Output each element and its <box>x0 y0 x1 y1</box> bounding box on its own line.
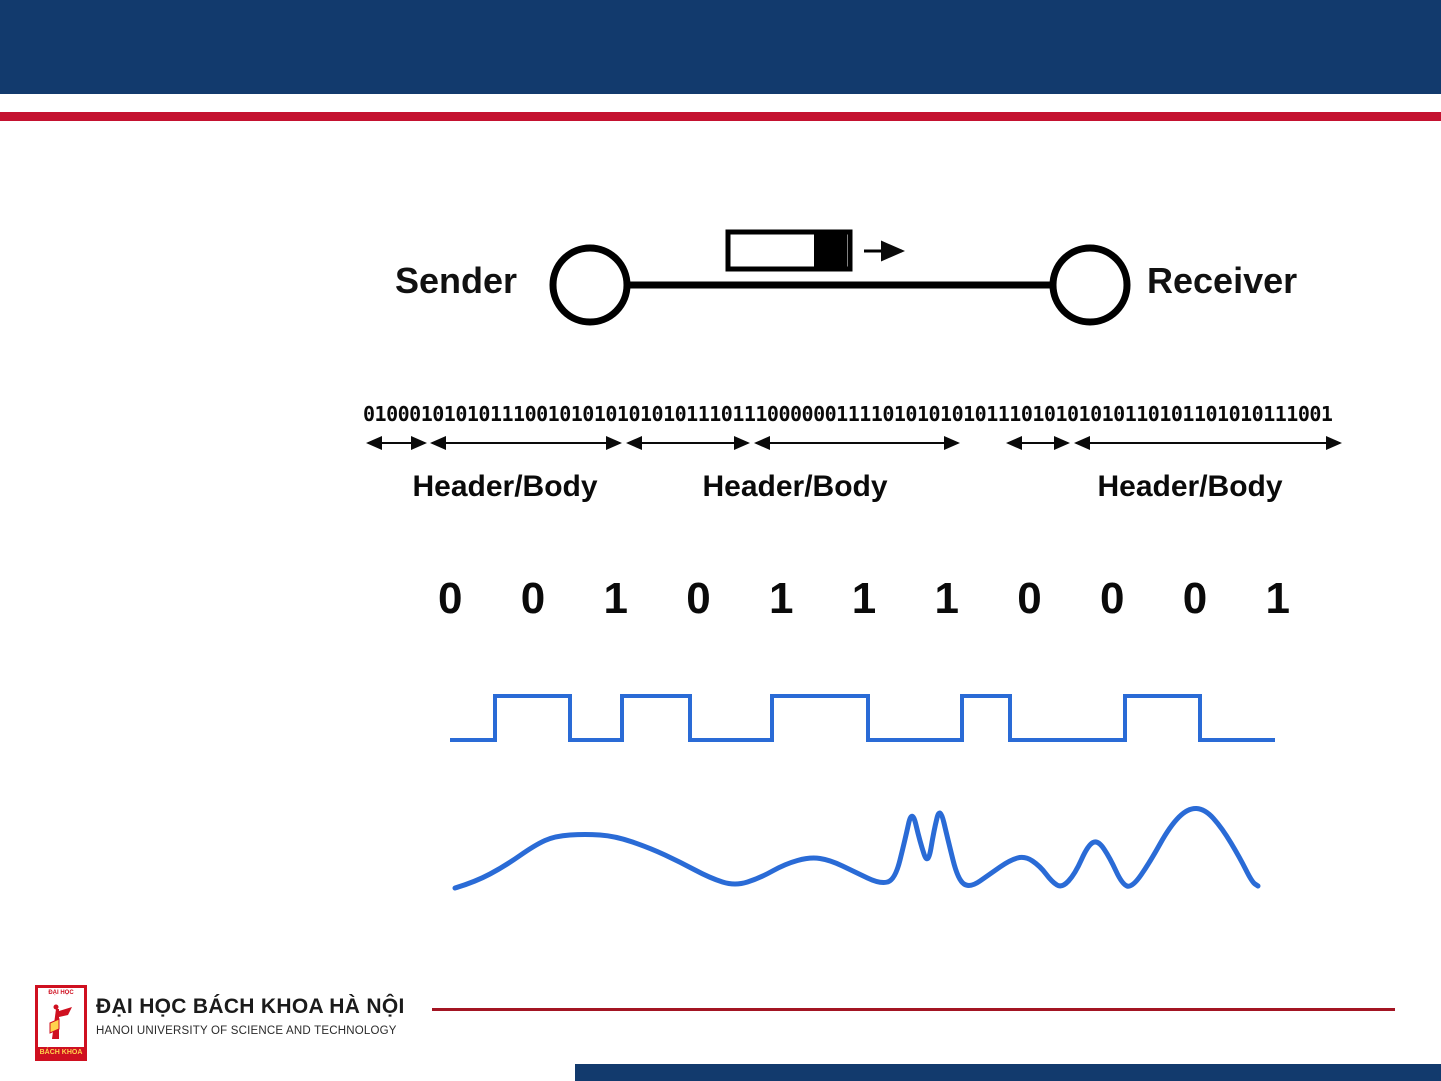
bit-value: 1 <box>769 574 794 623</box>
receiver-label: Receiver <box>1147 260 1298 301</box>
bit-value: 0 <box>438 574 463 623</box>
analog-waveform <box>452 805 1261 891</box>
bit-value: 1 <box>851 574 877 623</box>
footer-accent-line <box>432 1008 1395 1011</box>
header-body-label-2: Header/Body <box>702 470 888 503</box>
university-name-vi: ĐẠI HỌC BÁCH KHOA HÀ NỘI <box>96 995 405 1018</box>
digital-waveform <box>450 694 1275 742</box>
bit-value: 0 <box>1100 574 1125 623</box>
header-body-label-1: Header/Body <box>412 470 598 503</box>
university-name-block: ĐẠI HỌC BÁCH KHOA HÀ NỘI HANOI UNIVERSIT… <box>96 995 405 1037</box>
logo-top-text: ĐẠI HỌC <box>48 990 74 996</box>
title-bar <box>0 0 1441 94</box>
logo-bottom-text: BÁCH KHOA <box>38 1047 84 1058</box>
bit-value: 0 <box>1017 574 1042 623</box>
bit-value: 0 <box>686 574 711 623</box>
bit-value: 0 <box>1182 574 1208 623</box>
bit-value: 0 <box>520 574 546 623</box>
receiver-node <box>1049 244 1131 326</box>
packet-header-fill <box>814 234 847 267</box>
bit-value: 1 <box>934 574 959 623</box>
university-logo: ĐẠI HỌC BÁCH KHOA <box>35 985 87 1061</box>
bit-value: 1 <box>603 574 628 623</box>
university-name-en: HANOI UNIVERSITY OF SCIENCE AND TECHNOLO… <box>96 1025 397 1037</box>
decoded-bits-row: 0 0 1 0 1 1 1 0 0 0 1 <box>438 574 1290 624</box>
bitstring: 0100010101011100101010101010111011100000… <box>363 402 1333 426</box>
header-accent-rule <box>0 112 1441 121</box>
header-body-label-3: Header/Body <box>1097 470 1283 503</box>
sender-node <box>549 244 631 326</box>
bit-value: 1 <box>1265 574 1290 623</box>
logo-emblem-icon <box>46 996 76 1047</box>
bottom-bar <box>575 1064 1441 1081</box>
sender-label: Sender <box>395 260 518 301</box>
